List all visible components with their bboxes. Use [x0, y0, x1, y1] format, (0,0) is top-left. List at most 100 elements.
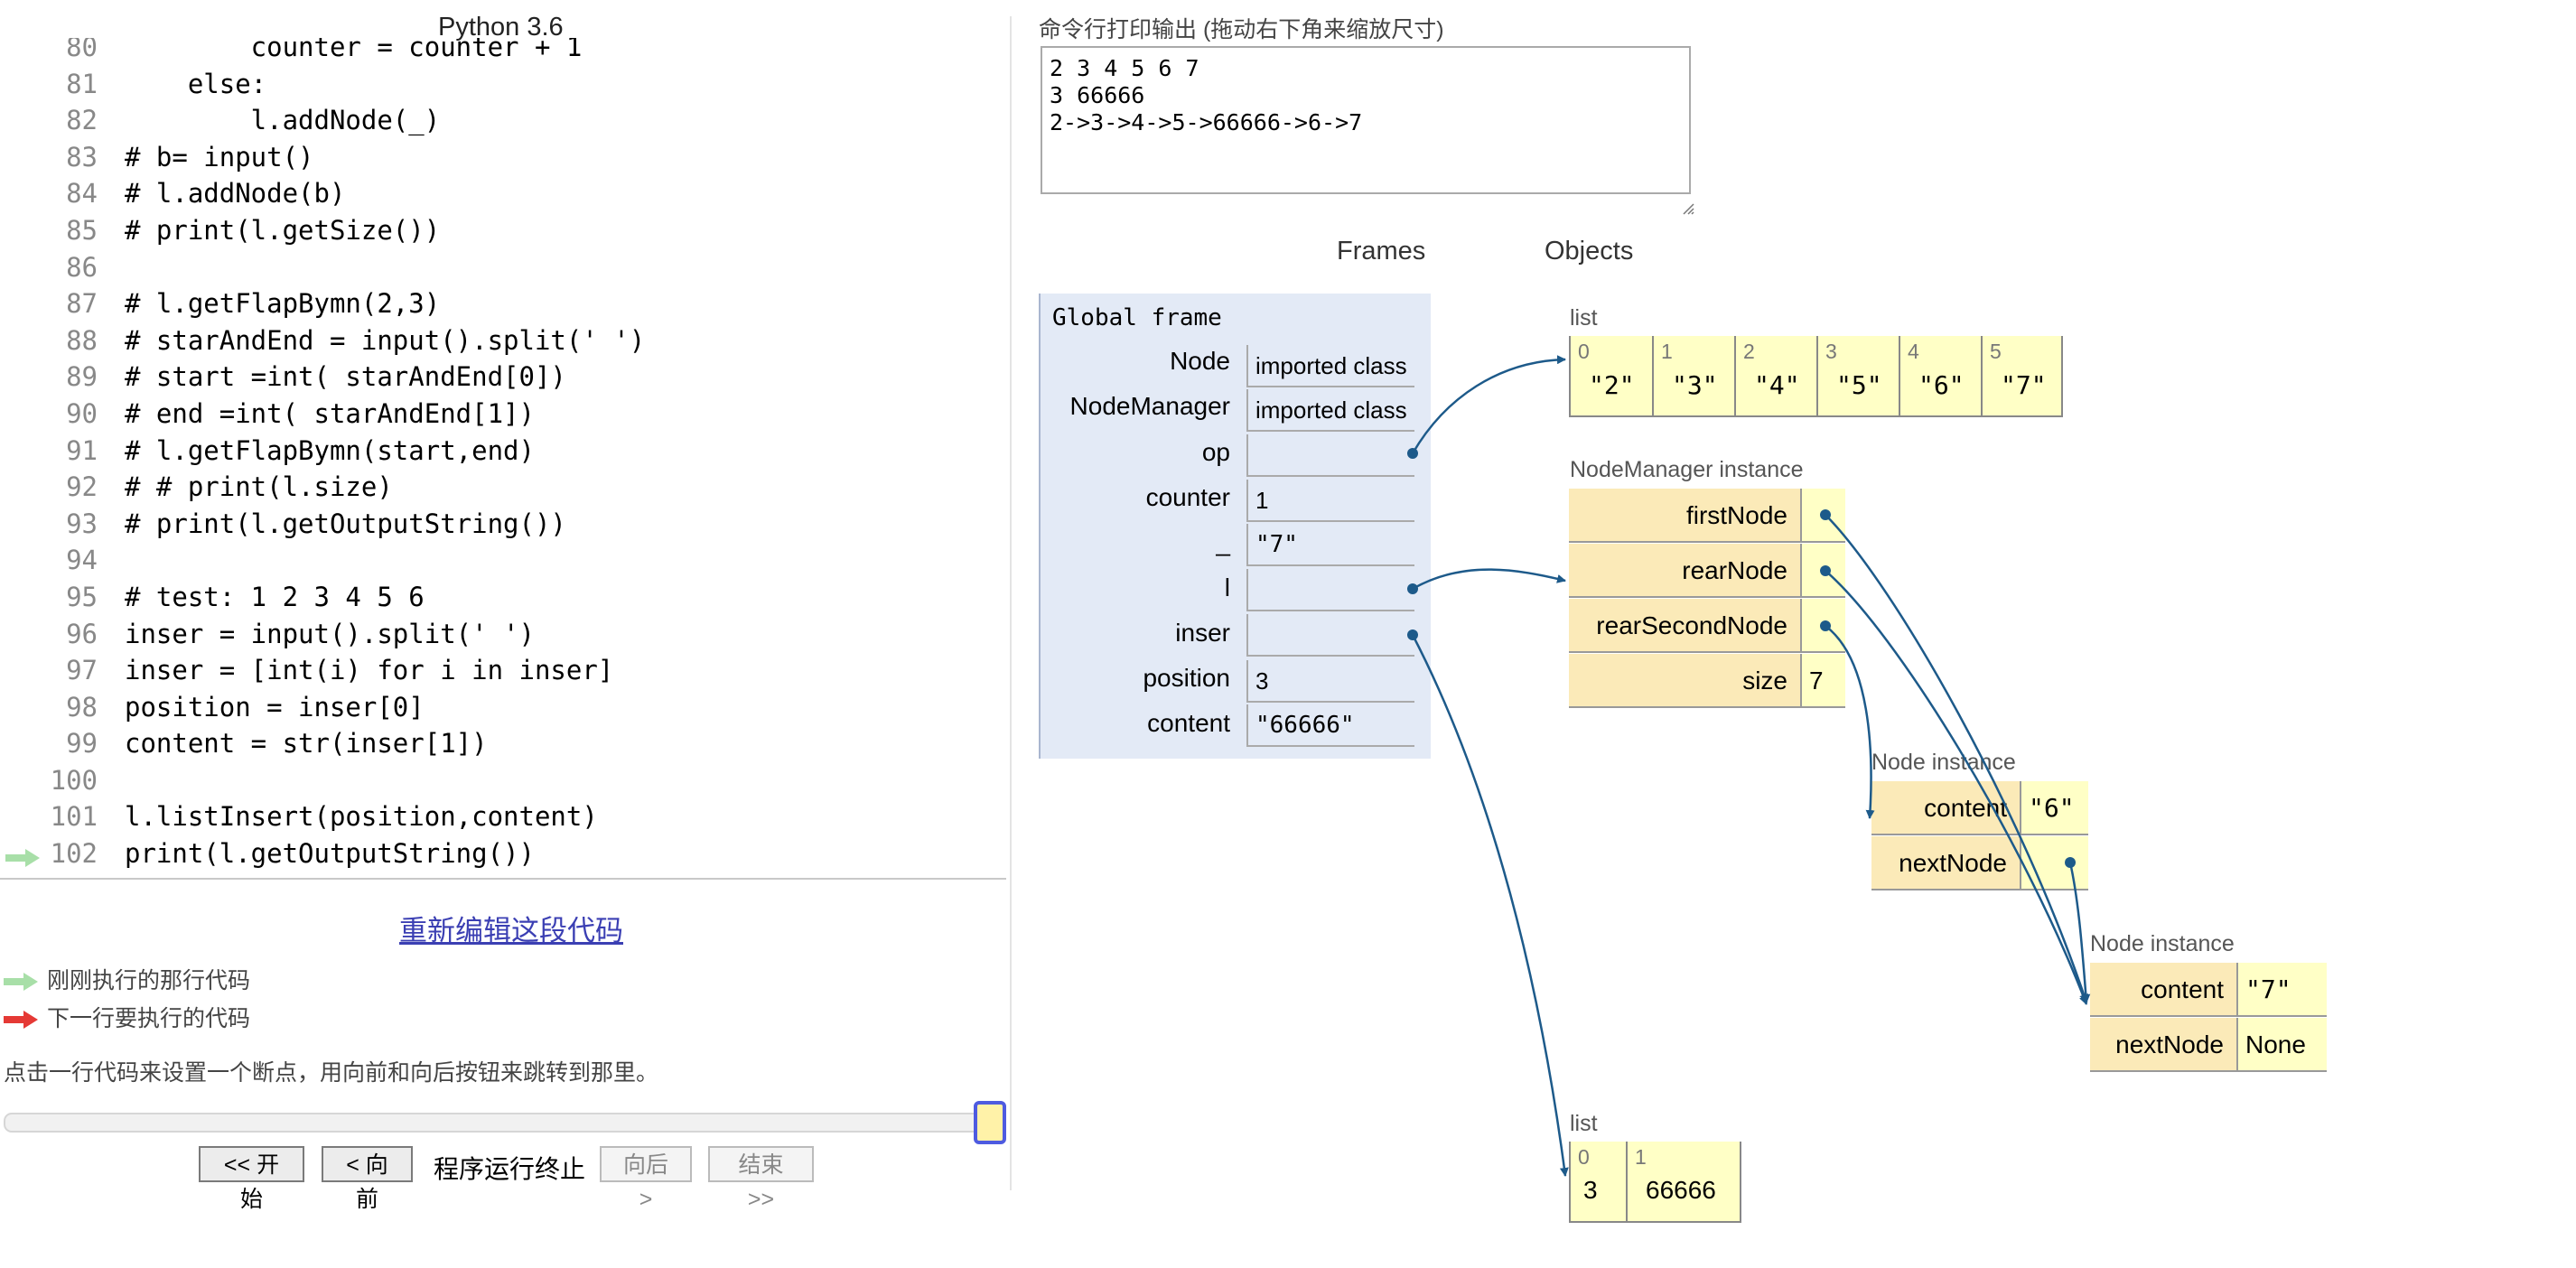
panel-divider [1010, 16, 1012, 1190]
line-number: 95 [66, 581, 98, 612]
nodemanager-label: NodeManager instance [1570, 457, 1804, 482]
line-number: 89 [66, 361, 98, 393]
list-index: 1 [1661, 340, 1673, 363]
field-key: content [2090, 963, 2236, 1017]
field-key: rearNode [1569, 544, 1800, 598]
line-number: 98 [66, 691, 98, 723]
list-cell: 0 "2" [1569, 336, 1652, 417]
line-text: # starAndEnd = input().split(' ') [125, 324, 646, 356]
list-index: 5 [1990, 340, 2002, 363]
execution-slider[interactable] [4, 1113, 1001, 1133]
field-key: nextNode [2090, 1018, 2236, 1072]
line-number: 99 [66, 728, 98, 760]
line-number: 81 [66, 68, 98, 99]
field-value-pointer [1800, 599, 1845, 653]
field-value-pointer [1800, 489, 1845, 543]
var-name: inser [1175, 619, 1230, 647]
field-value: "6" [2020, 781, 2088, 835]
legend-next-line-label: 下一行要执行的代码 [47, 1006, 251, 1031]
var-name: _ [1216, 528, 1230, 556]
list-index: 0 [1578, 1145, 1590, 1169]
list-cell: 3 "5" [1816, 336, 1899, 417]
edit-code-link[interactable]: 重新编辑这段代码 [399, 915, 623, 946]
line-number: 101 [50, 801, 98, 833]
list-label: list [1570, 1111, 1598, 1136]
line-text: l.addNode(_) [125, 105, 441, 136]
list-index: 0 [1578, 340, 1590, 363]
var-value: "66666" [1246, 704, 1414, 747]
line-number: 85 [66, 214, 98, 246]
line-number: 91 [66, 434, 98, 466]
var-name: position [1143, 664, 1230, 692]
list-value: "3" [1672, 370, 1718, 400]
output-label: 命令行打印输出 (拖动右下角来缩放尺寸) [1039, 17, 1444, 42]
line-text: counter = counter + 1 [125, 38, 583, 62]
forward-button[interactable]: 向后 > [600, 1146, 692, 1212]
field-key: firstNode [1569, 489, 1800, 543]
line-text: # l.addNode(b) [125, 178, 346, 210]
code-listing[interactable]: 80 counter = counter + 1 81 else: 82 l.a… [0, 38, 1007, 875]
list-cell: 0 3 [1569, 1142, 1626, 1223]
list-value: "7" [2001, 370, 2047, 400]
line-text: # print(l.getOutputString()) [125, 508, 566, 539]
field-key: size [1569, 654, 1800, 708]
line-text: position = inser[0] [125, 691, 425, 723]
line-number: 86 [66, 251, 98, 283]
field-value: 7 [1800, 654, 1845, 708]
var-value: imported class [1246, 345, 1414, 387]
last-button[interactable]: 结束 >> [708, 1146, 814, 1212]
line-text: # end =int( starAndEnd[1]) [125, 397, 535, 429]
node-instance-label: Node instance [2090, 931, 2235, 956]
list-cell: 5 "7" [1981, 336, 2063, 417]
list-value: "4" [1754, 370, 1800, 400]
node-instance-label: Node instance [1871, 750, 2016, 775]
resize-grip-icon[interactable] [1682, 202, 1694, 215]
var-value: 3 [1246, 660, 1414, 703]
var-name: NodeManager [1069, 392, 1230, 420]
green-arrow-icon [4, 973, 38, 992]
program-output[interactable]: 2 3 4 5 6 7 3 66666 2->3->4->5->66666->6… [1041, 46, 1691, 194]
line-number: 93 [66, 508, 98, 539]
list-cell: 2 "4" [1734, 336, 1816, 417]
execution-slider-handle[interactable] [974, 1101, 1006, 1144]
line-number: 87 [66, 288, 98, 320]
field-value-pointer [1800, 544, 1845, 598]
line-text: # l.getFlapBymn(2,3) [125, 288, 441, 320]
line-text: l.listInsert(position,content) [125, 801, 598, 833]
line-text: inser = [int(i) for i in inser] [125, 655, 614, 686]
line-number: 83 [66, 141, 98, 172]
var-value-pointer [1246, 614, 1414, 657]
field-key: rearSecondNode [1569, 599, 1800, 653]
line-number: 97 [66, 655, 98, 686]
line-text: # l.getFlapBymn(start,end) [125, 434, 535, 466]
line-number: 102 [50, 838, 98, 870]
field-value: None [2236, 1018, 2327, 1072]
back-button[interactable]: < 向前 [322, 1146, 413, 1212]
line-number: 96 [66, 618, 98, 649]
var-name: content [1147, 709, 1230, 737]
first-button[interactable]: << 开始 [199, 1146, 304, 1212]
line-text: # # print(l.size) [125, 471, 393, 503]
list-label: list [1570, 305, 1598, 331]
line-text: inser = input().split(' ') [125, 618, 535, 649]
var-name: counter [1145, 483, 1230, 511]
red-arrow-icon [4, 1011, 38, 1030]
just-executed-arrow-icon [5, 849, 40, 867]
var-value-pointer [1246, 569, 1414, 611]
list-value: "2" [1589, 370, 1635, 400]
line-number: 80 [66, 38, 98, 62]
line-text: # b= input() [125, 141, 314, 172]
line-number: 92 [66, 471, 98, 503]
list-value: 66666 [1646, 1176, 1716, 1204]
field-key: content [1871, 781, 2020, 835]
pointer-op [1411, 355, 1566, 454]
var-value: "7" [1246, 524, 1414, 566]
list-index: 1 [1635, 1145, 1647, 1169]
list-index: 3 [1825, 340, 1837, 363]
code-divider [0, 878, 1006, 880]
legend-just-executed-label: 刚刚执行的那行代码 [47, 968, 251, 993]
list-value: 3 [1583, 1176, 1598, 1204]
list-index: 2 [1743, 340, 1755, 363]
line-number: 90 [66, 397, 98, 429]
execution-status: 程序运行终止 [434, 1155, 586, 1183]
